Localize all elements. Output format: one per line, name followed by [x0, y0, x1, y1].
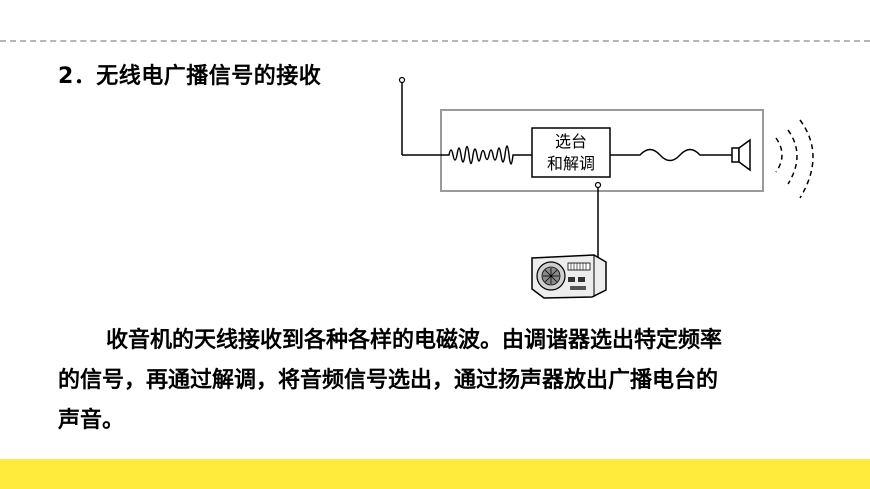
- audio-wave: [610, 148, 732, 162]
- paragraph-line-3: 声音。: [58, 408, 125, 433]
- sound-wave-icon: [775, 119, 814, 199]
- radio-reception-diagram: 选台 和解调: [398, 76, 814, 299]
- paragraph-line-2: 的信号，再通过解调，将音频信号选出，通过扬声器放出广播电台的: [58, 368, 719, 393]
- top-divider: [0, 40, 870, 42]
- radio-antenna: [594, 181, 602, 262]
- section-title: 2．无线电广播信号的接收: [58, 64, 322, 89]
- paragraph-line-1: 收音机的天线接收到各种各样的电磁波。由调谐器选出特定频率: [106, 328, 723, 353]
- speaker-icon: [731, 138, 751, 172]
- footer-bar: [0, 459, 870, 489]
- system-frame: [440, 109, 764, 192]
- tuner-demodulator-box: [531, 127, 611, 178]
- explanation-paragraph: 收音机的天线接收到各种各样的电磁波。由调谐器选出特定频率 的信号，再通过解调，将…: [58, 321, 828, 441]
- tuner-label-line1: 选台: [555, 132, 587, 151]
- modulated-wave: [444, 145, 532, 165]
- radio-icon: [531, 254, 607, 299]
- antenna-icon: [398, 76, 444, 156]
- tuner-label-line2: 和解调: [547, 154, 595, 173]
